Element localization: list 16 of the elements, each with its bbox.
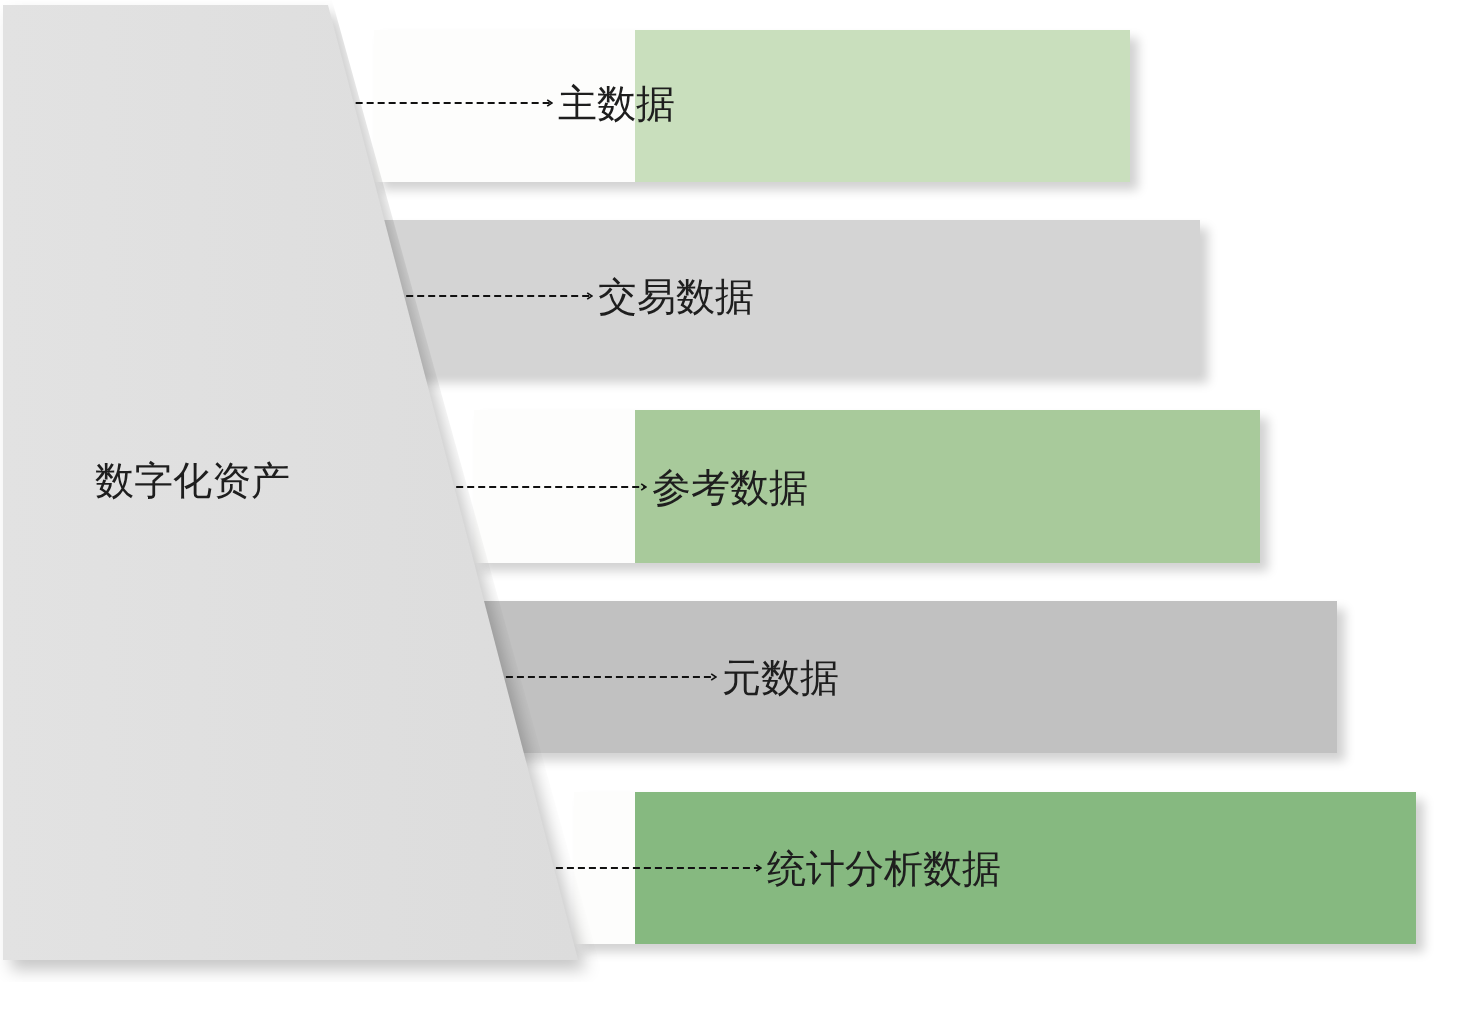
dashed-arrow <box>504 673 717 681</box>
dashed-arrow <box>554 864 762 872</box>
bar-label: 元数据 <box>722 657 839 697</box>
data-bar <box>474 410 1260 563</box>
bar-label: 主数据 <box>558 83 675 123</box>
data-bar <box>573 792 1416 944</box>
data-bar <box>484 601 1337 753</box>
node-label: 数字化资产 <box>95 460 290 500</box>
data-bar <box>384 220 1200 375</box>
bar-label: 交易数据 <box>598 276 754 316</box>
dashed-arrow <box>354 99 553 107</box>
bar-label: 参考数据 <box>652 467 808 507</box>
dashed-arrow <box>455 483 647 491</box>
data-bar <box>374 30 1130 182</box>
dashed-arrow <box>405 292 593 300</box>
bar-label: 统计分析数据 <box>767 848 1001 888</box>
